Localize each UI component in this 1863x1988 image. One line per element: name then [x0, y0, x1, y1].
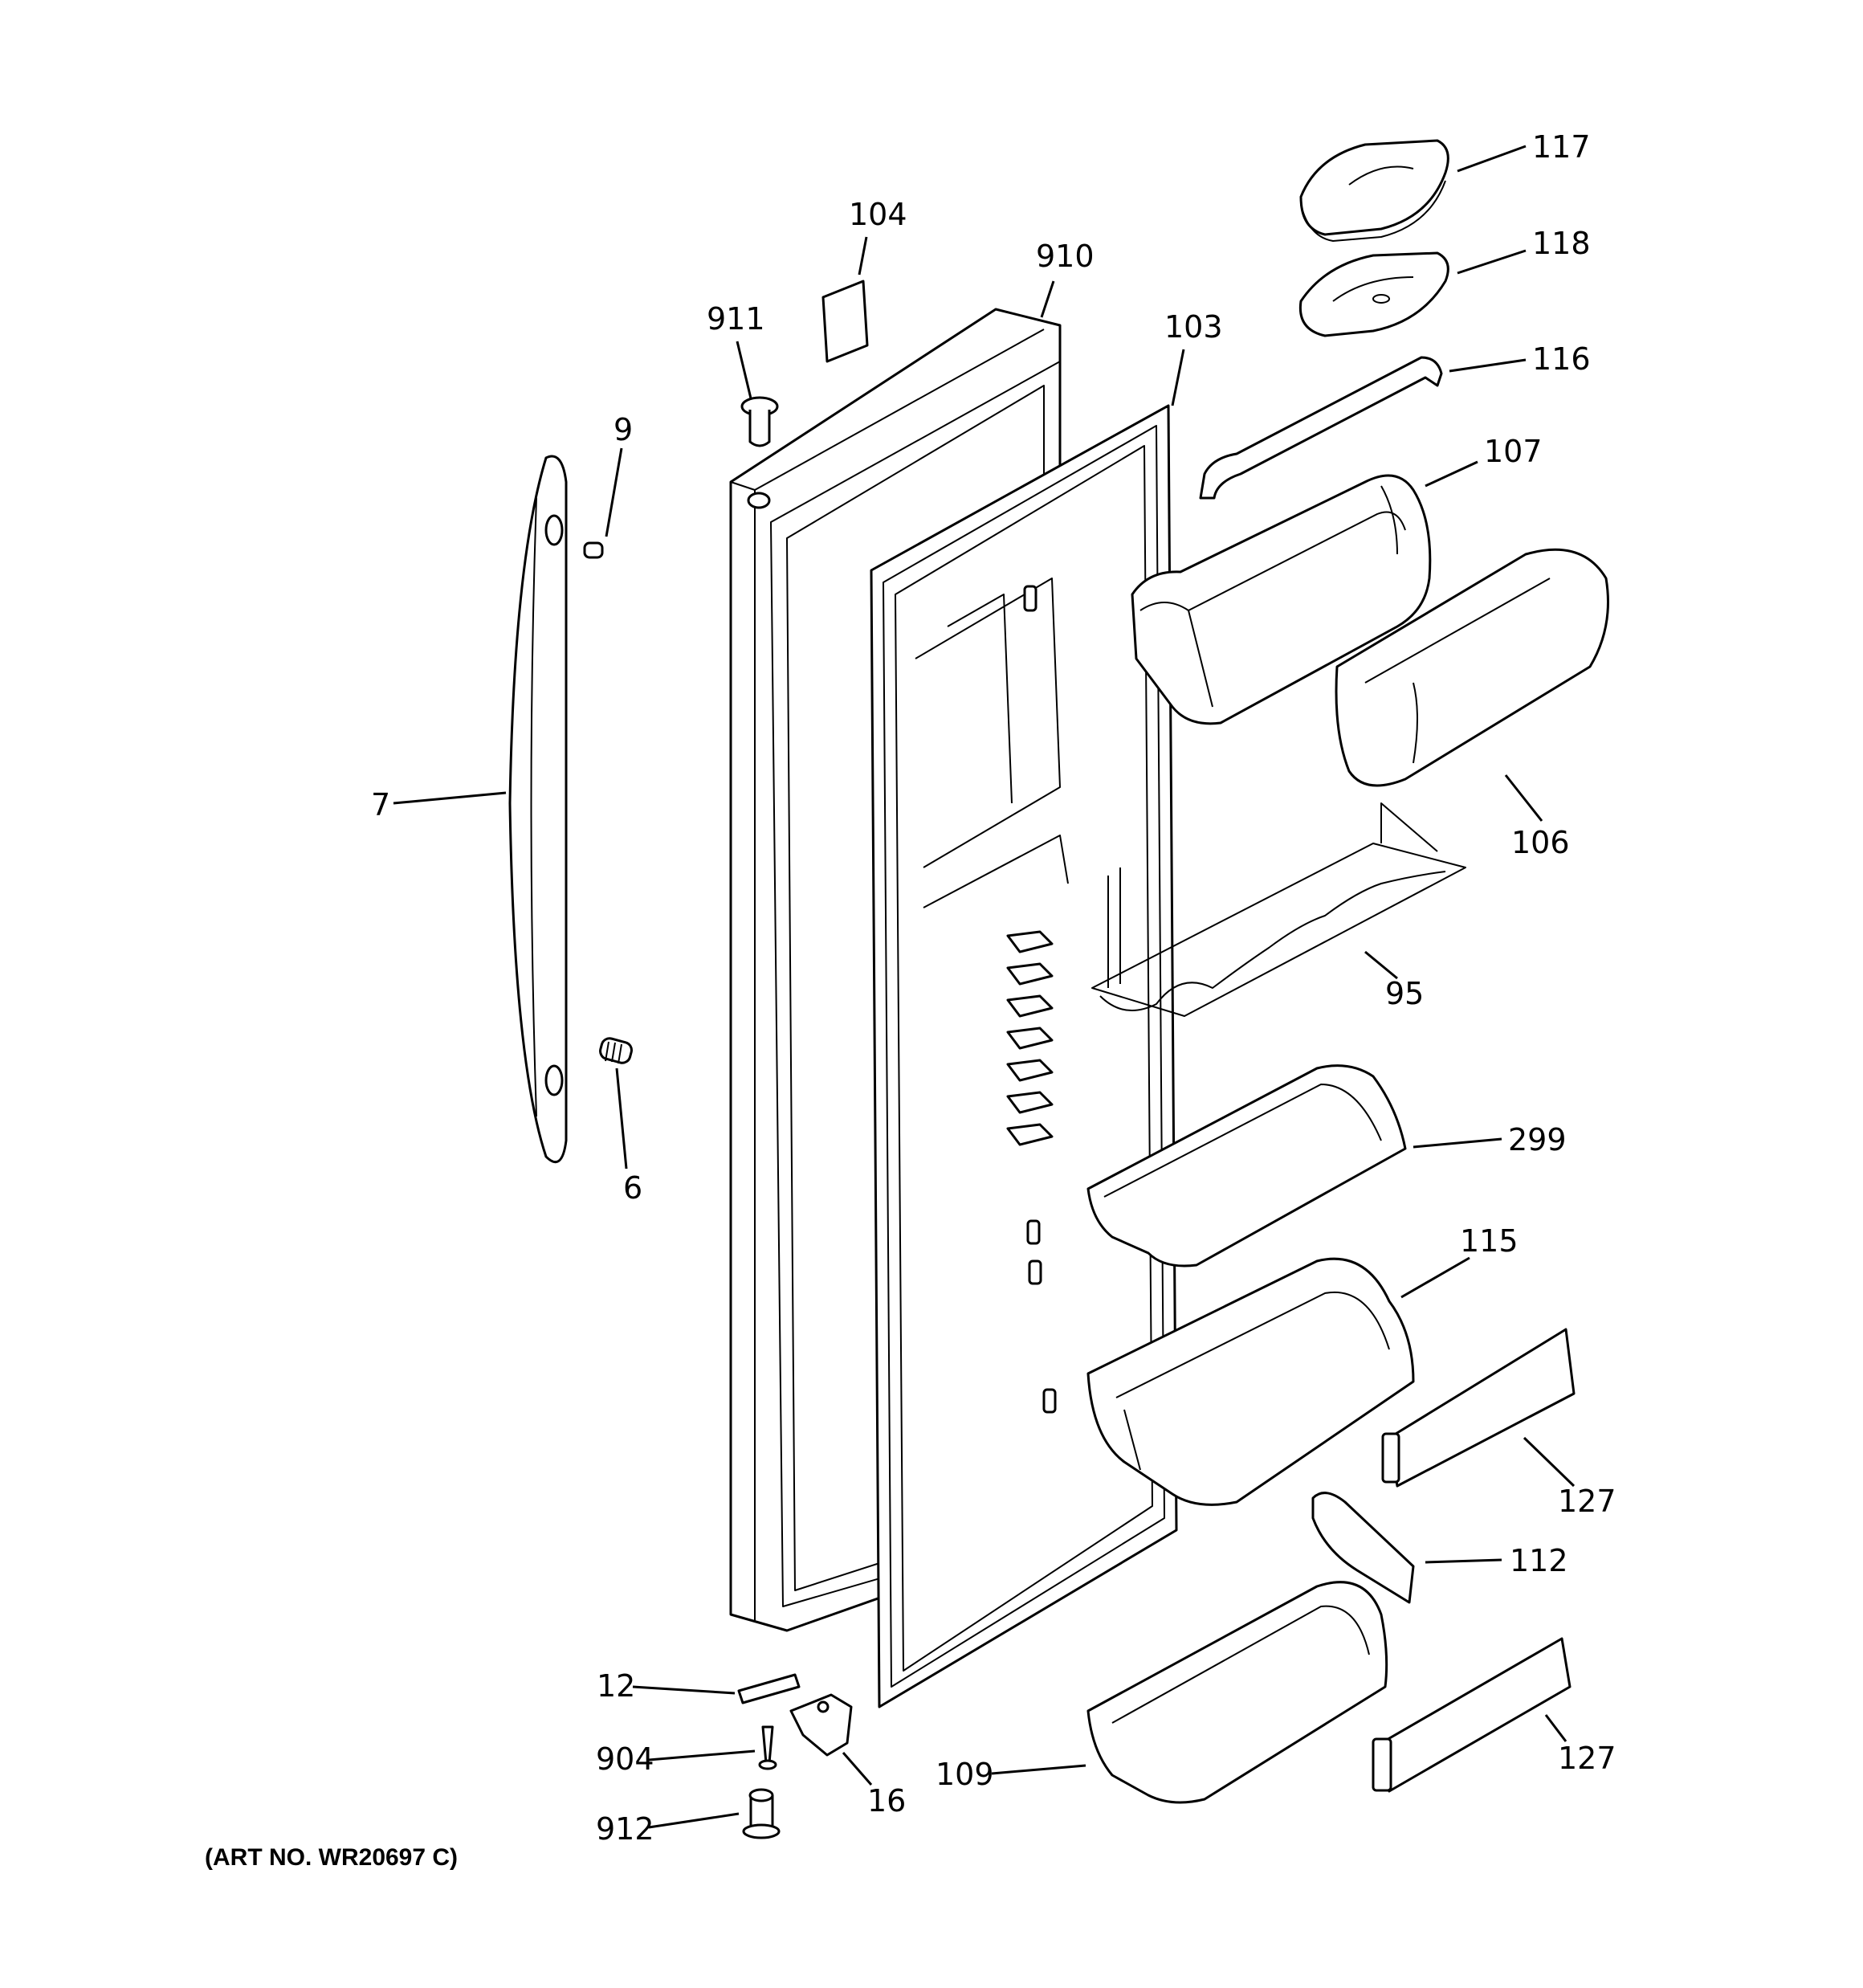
- callout-299: 299: [1508, 1122, 1567, 1157]
- callout-9: 9: [614, 412, 633, 447]
- door-liner-interior: [915, 578, 1069, 1414]
- handle-stud-part-6: [599, 1037, 633, 1064]
- wire-rack-part-95: [1091, 802, 1466, 1017]
- screw-part-904: [758, 1725, 777, 1770]
- bin-tray-part-118: [1298, 251, 1449, 337]
- callout-6: 6: [623, 1170, 642, 1206]
- callout-117: 117: [1532, 129, 1591, 165]
- dairy-cover-part-106: [1335, 548, 1609, 787]
- callout-112: 112: [1510, 1543, 1568, 1578]
- leader-lines: [393, 145, 1576, 1829]
- door-bin-part-115: [1086, 1257, 1415, 1506]
- callout-106: 106: [1511, 825, 1570, 860]
- door-cap-part-911: [740, 396, 779, 447]
- hinge-plate-part-12: [737, 1673, 801, 1704]
- callout-7: 7: [371, 787, 390, 823]
- bin-front-part-127-a: [1381, 1328, 1576, 1488]
- art-number: (ART NO. WR20697 C): [205, 1844, 458, 1871]
- callout-16: 16: [867, 1783, 906, 1819]
- hinge-part-16: [789, 1693, 853, 1757]
- callout-115: 115: [1460, 1223, 1519, 1259]
- callout-912: 912: [596, 1811, 654, 1847]
- callout-116: 116: [1532, 341, 1591, 377]
- door-bin-part-107: [1131, 474, 1432, 725]
- bin-clip-part-112: [1311, 1492, 1415, 1604]
- label-part-104: [821, 280, 869, 363]
- callout-911: 911: [707, 301, 765, 337]
- callout-107: 107: [1484, 434, 1543, 469]
- callout-104: 104: [849, 197, 907, 232]
- shelf-bin-part-299: [1086, 1064, 1407, 1268]
- callout-12: 12: [597, 1668, 635, 1704]
- callout-103: 103: [1164, 309, 1223, 345]
- callout-127-b: 127: [1558, 1741, 1616, 1776]
- bin-front-part-127-b: [1372, 1637, 1572, 1793]
- callout-127-a: 127: [1558, 1484, 1616, 1519]
- callout-labels: 117 118 116 107 106 95 299 115 127 112 1…: [205, 129, 1616, 1871]
- bin-cover-part-117: [1299, 139, 1449, 242]
- callout-95: 95: [1385, 976, 1424, 1011]
- door-handle-part: [508, 455, 568, 1164]
- rail-part-116: [1199, 356, 1443, 500]
- callout-910: 910: [1036, 239, 1095, 274]
- callout-118: 118: [1532, 226, 1591, 261]
- handle-screw-part-9: [583, 541, 604, 559]
- door-bin-part-109: [1086, 1581, 1388, 1804]
- bushing-part-912: [742, 1788, 781, 1839]
- callout-904: 904: [596, 1741, 654, 1777]
- callout-109: 109: [936, 1757, 994, 1792]
